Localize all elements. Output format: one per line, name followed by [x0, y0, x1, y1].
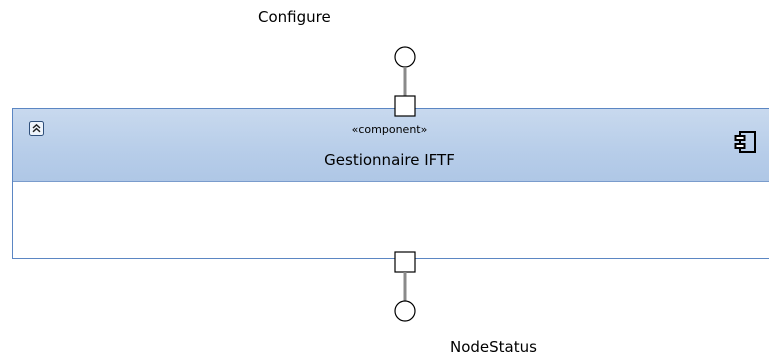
component-box[interactable]: «component» Gestionnaire IFTF: [12, 108, 769, 259]
component-name: Gestionnaire IFTF: [324, 151, 455, 169]
component-stereotype: «component»: [351, 123, 428, 136]
lollipop-circle-icon: [394, 300, 416, 322]
port-square[interactable]: [394, 251, 416, 273]
interface-label-configure: Configure: [258, 8, 331, 26]
interface-label-nodestatus: NodeStatus: [450, 338, 537, 356]
chevron-double-up-icon[interactable]: [29, 121, 44, 136]
port-square[interactable]: [394, 95, 416, 117]
component-header: «component» Gestionnaire IFTF: [13, 109, 769, 182]
interface-nodestatus[interactable]: [394, 251, 416, 322]
lollipop-circle-icon: [394, 46, 416, 68]
interface-configure[interactable]: [394, 46, 416, 117]
uml-component-icon: [734, 131, 756, 153]
